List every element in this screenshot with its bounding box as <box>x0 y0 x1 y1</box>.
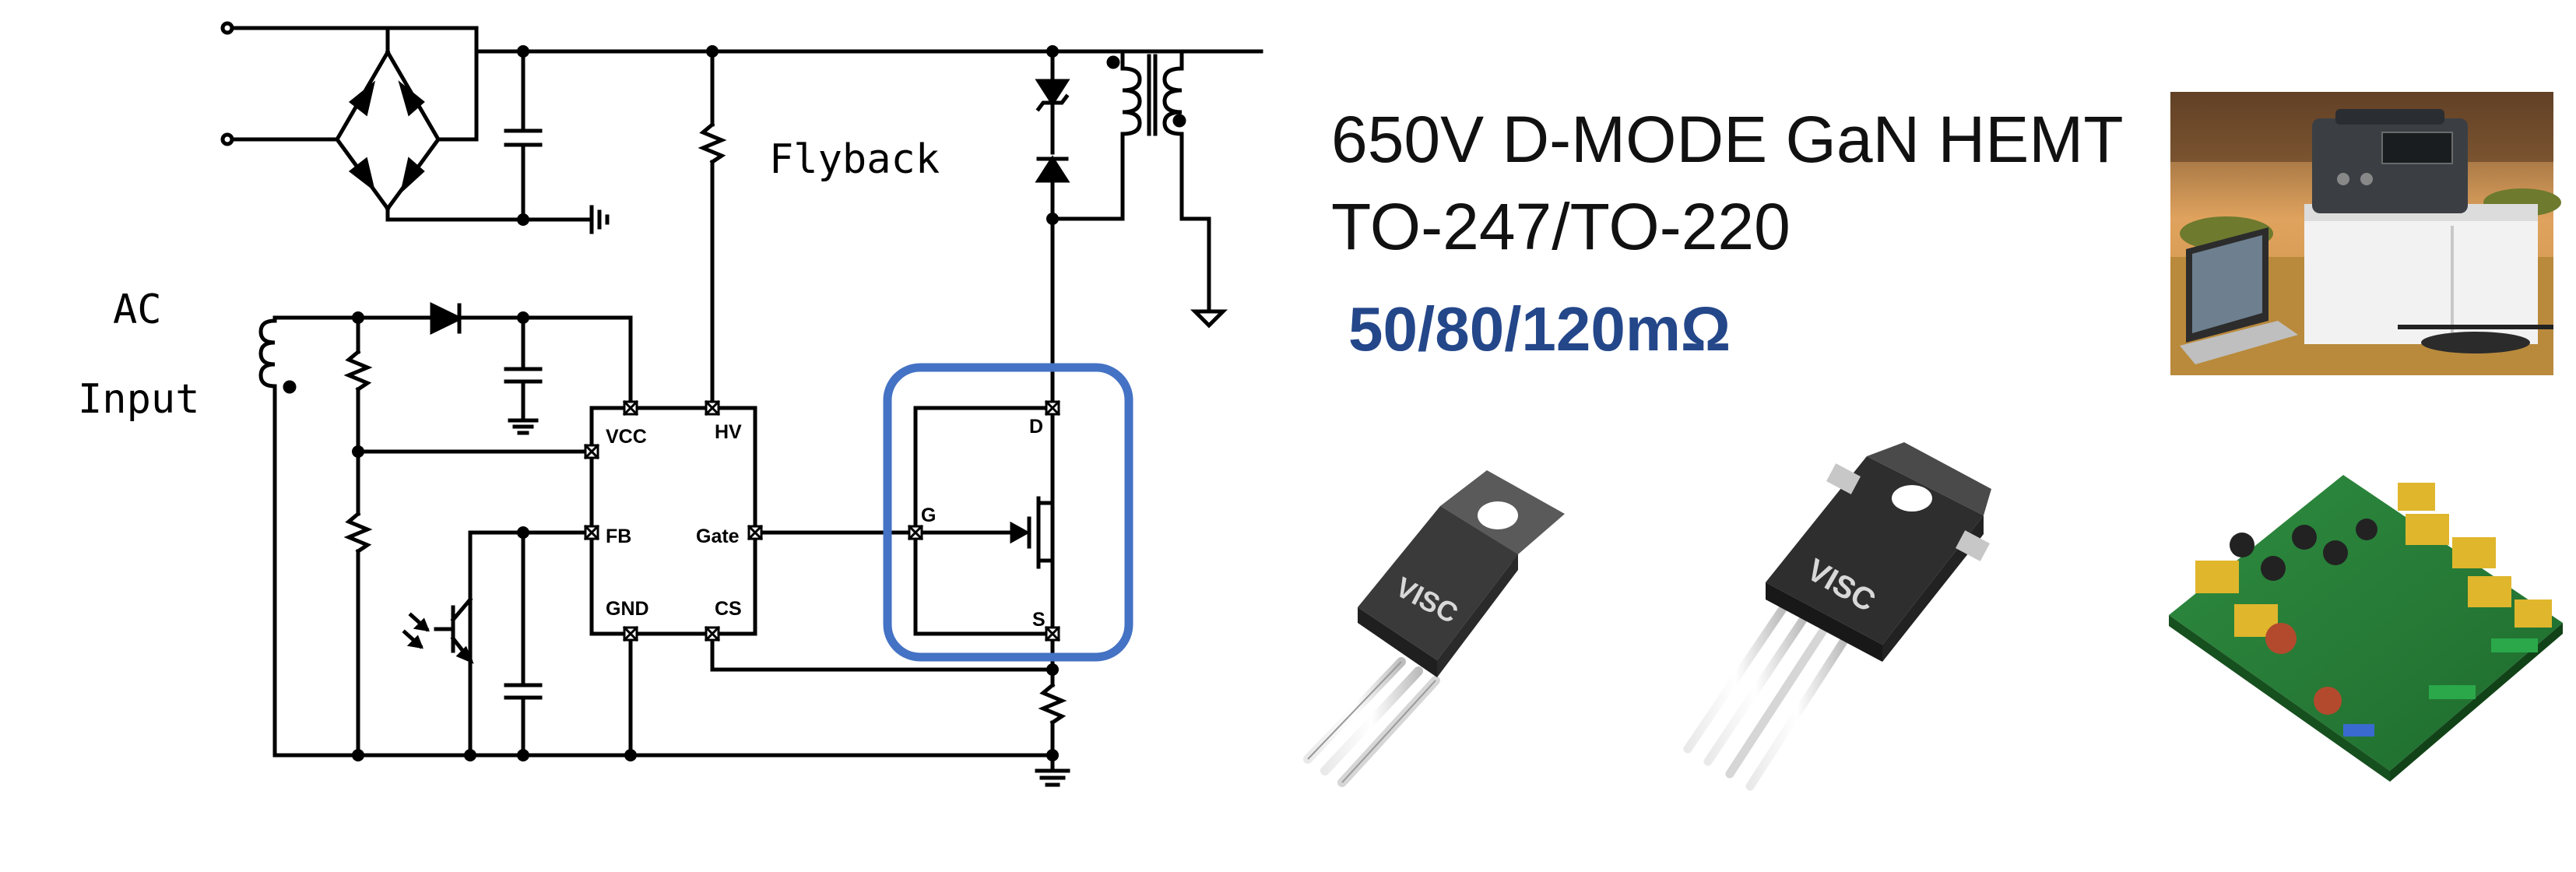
pin-marker <box>622 399 639 417</box>
pin-marker <box>583 524 600 541</box>
ic-pin-fb: FB <box>606 526 631 547</box>
to247-package: VISC <box>1683 442 1991 791</box>
gan-pin-drain: D <box>1029 416 1043 438</box>
application-photo-power-station <box>2170 92 2561 375</box>
ic-pin-gnd: GND <box>606 598 649 620</box>
flyback-label: Flyback <box>769 136 940 183</box>
controller-ic <box>589 406 757 636</box>
aux-winding <box>258 318 277 389</box>
pin-marker <box>907 524 924 541</box>
input-label: Input <box>78 376 200 423</box>
pin-marker <box>704 625 721 642</box>
pin-marker <box>747 524 764 541</box>
product-title-line1: 650V D-MODE GaN HEMT <box>1331 103 2124 176</box>
gan-device-box <box>913 406 1055 636</box>
transformer-secondary <box>1162 66 1184 136</box>
transformer-primary <box>1120 66 1142 136</box>
pin-marker <box>1044 625 1061 642</box>
bridge-rectifier <box>334 26 525 222</box>
schematic <box>220 21 1263 787</box>
pcb-board-photo <box>2169 475 2563 782</box>
ac-label: AC <box>113 287 162 333</box>
rds-on-spec: 50/80/120mΩ <box>1348 294 1731 364</box>
gan-highlight-box <box>883 363 1133 662</box>
product-title-line2: TO-247/TO-220 <box>1331 190 1791 263</box>
ic-pin-vcc: VCC <box>606 426 647 448</box>
pin-marker <box>1044 399 1061 417</box>
ic-pin-hv: HV <box>715 421 742 443</box>
to220-package: VISC <box>1303 470 1565 787</box>
pin-marker <box>704 399 721 417</box>
ic-pin-gate: Gate <box>696 526 740 547</box>
pin-marker <box>622 625 639 642</box>
gan-pin-gate: G <box>921 505 936 526</box>
ic-pin-cs: CS <box>715 598 742 620</box>
pin-marker <box>583 443 600 460</box>
gan-pin-source: S <box>1032 609 1046 631</box>
